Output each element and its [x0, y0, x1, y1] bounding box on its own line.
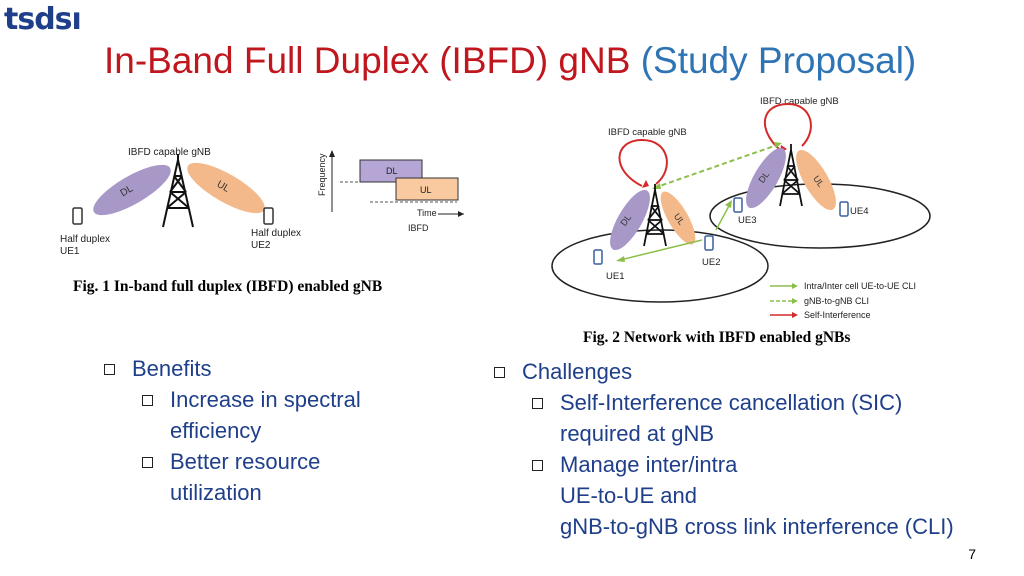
fig1-tower-icon [162, 154, 194, 228]
fig1-ibfd-chart: Frequency DL UL Time IBFD [317, 150, 464, 233]
fig2-ue4-label: UE4 [850, 206, 868, 217]
checkbox-bullet-icon [104, 364, 115, 375]
checkbox-bullet-icon [142, 457, 153, 468]
benefits-heading: Benefits [132, 356, 212, 381]
fig2-ue2-phone-icon [704, 235, 714, 251]
fig1-dl-block [359, 159, 423, 183]
fig2-legend-ue-cli: Intra/Inter cell UE-to-UE CLI [804, 281, 916, 291]
fig2-legend-gnb-cli: gNB-to-gNB CLI [804, 296, 869, 306]
checkbox-bullet-icon [532, 398, 543, 409]
challenges-item: Self-Interference cancellation (SIC)requ… [532, 387, 954, 449]
fig1-ul-block-label: UL [420, 185, 432, 195]
fig2-ue-cli-line-1 [619, 239, 703, 261]
fig2-ue3-phone-icon [733, 197, 743, 213]
fig2-gnb1-tower-icon [643, 184, 667, 247]
fig2-self-interference-arc-2 [763, 102, 812, 151]
fig2-gnb2-label: IBFD capable gNB [760, 96, 839, 107]
fig1-ul-lobe [187, 162, 265, 214]
fig2-gnb2-dl-lobe [746, 147, 786, 209]
fig1-ue2-line2: UE2 [251, 240, 271, 251]
fig2-gnb-cli-line [653, 143, 781, 189]
fig1-ue1-phone-icon [72, 207, 83, 225]
fig2-ue4-phone-icon [839, 201, 849, 217]
fig2-self-interference-arc-1 [618, 138, 668, 187]
challenges-heading: Challenges [522, 359, 633, 384]
challenges-list: Challenges Self-Interference cancellatio… [494, 356, 954, 542]
challenges-heading-row: Challenges [494, 356, 954, 387]
tsdsi-logo: tsdsı [4, 2, 82, 37]
fig1-frequency-axis-label: Frequency [317, 153, 327, 196]
checkbox-bullet-icon [532, 460, 543, 471]
benefits-heading-row: Benefits [104, 353, 361, 384]
fig2-gnb1-label: IBFD capable gNB [608, 127, 687, 138]
fig1-ue2-line1: Half duplex [251, 228, 301, 239]
fig2-diagram: IBFD capable gNB IBFD capable gNB DL UL … [551, 96, 931, 320]
fig1-dl-lobe [93, 164, 171, 216]
fig2-legend-self-interference: Self-Interference [804, 310, 871, 320]
fig1-ue1-line2: UE1 [60, 246, 80, 257]
fig2-ue3-label: UE3 [738, 215, 756, 226]
checkbox-bullet-icon [494, 367, 505, 378]
title-sub: (Study Proposal) [640, 40, 917, 81]
fig1-gnb-label: IBFD capable gNB [128, 147, 211, 158]
fig2-gnb1-dl-lobe [610, 189, 650, 251]
fig2-ue1-phone-icon [593, 249, 603, 265]
fig2-gnb2-ul-lobe [796, 149, 836, 211]
fig2-ue2-label: UE2 [702, 257, 720, 268]
fig2-caption: Fig. 2 Network with IBFD enabled gNBs [583, 329, 851, 346]
fig2-ue-cli-line-2 [715, 203, 731, 231]
fig1-ibfd-label: IBFD [408, 223, 429, 233]
title-main: In-Band Full Duplex (IBFD) gNB [104, 40, 631, 81]
fig2-ue1-label: UE1 [606, 271, 624, 282]
fig2-cell1-boundary [551, 229, 769, 303]
fig1-dl-block-label: DL [386, 166, 398, 176]
fig1-time-axis-label: Time [417, 208, 437, 218]
fig2-gnb1-ul-lobe [660, 191, 696, 245]
page-title: In-Band Full Duplex (IBFD) gNB (Study Pr… [104, 40, 916, 82]
fig1-caption: Fig. 1 In-band full duplex (IBFD) enable… [73, 278, 383, 295]
page-number: 7 [968, 546, 976, 562]
checkbox-bullet-icon [142, 395, 153, 406]
fig1-ue2-phone-icon [263, 207, 274, 225]
fig2-legend: Intra/Inter cell UE-to-UE CLI gNB-to-gNB… [770, 281, 916, 320]
challenges-item-text: Self-Interference cancellation (SIC)requ… [560, 390, 903, 446]
fig2-gnb2-tower-icon [779, 144, 803, 207]
fig1-ul-block [395, 177, 459, 201]
fig1-ue1-line1: Half duplex [60, 234, 110, 245]
fig1-diagram: IBFD capable gNB DL UL Half duplex UE1 H… [60, 147, 464, 257]
